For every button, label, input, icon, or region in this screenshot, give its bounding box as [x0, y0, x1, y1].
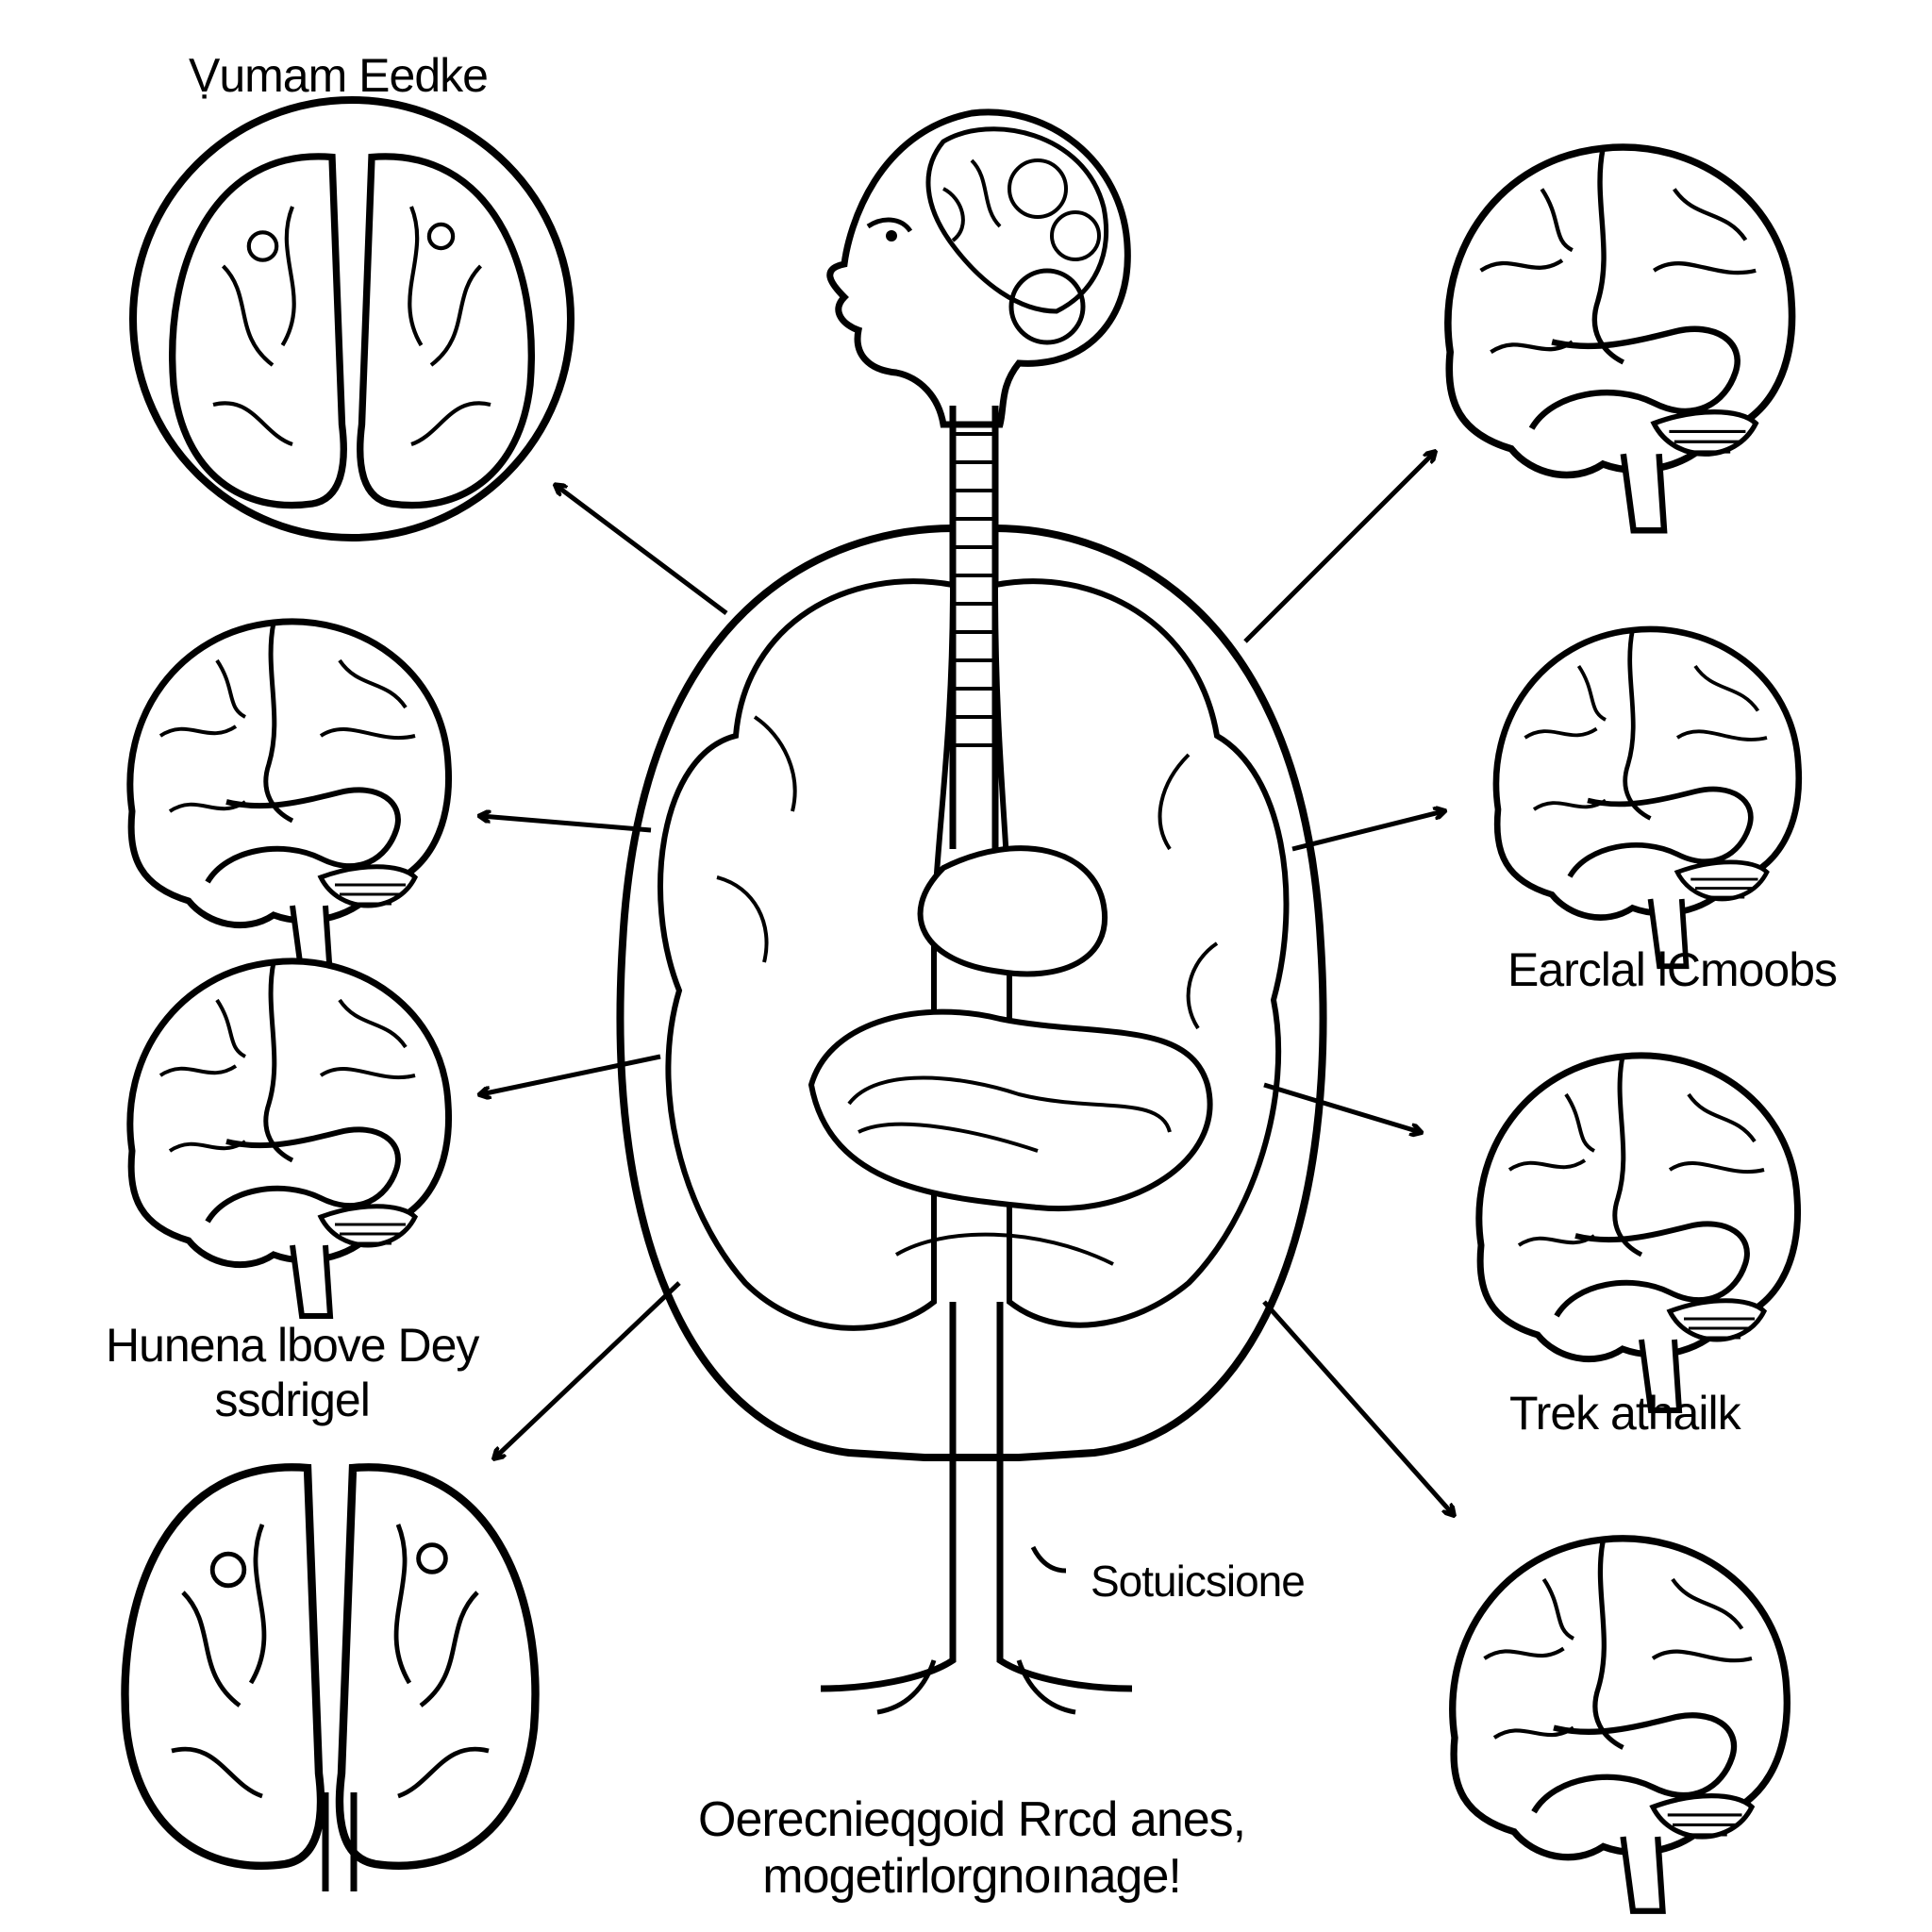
- label-bottom-line1: Oerecnieqgoid Rrcd anes,: [698, 1792, 1246, 1847]
- brain-left-1: [130, 622, 449, 976]
- brain-right-2: [1496, 629, 1799, 966]
- brain-right-4: [1453, 1539, 1788, 1911]
- label-bottom: Oerecnieqgoid Rrcd anes, mogetirlorgnoın…: [698, 1792, 1246, 1906]
- arrows: [481, 453, 1453, 1574]
- kidney-left-bottom: [125, 1467, 536, 1866]
- label-right-low: Trek athailk: [1509, 1387, 1741, 1440]
- label-right-mid: Earclal lCmoobs: [1507, 943, 1838, 996]
- label-center-low: Sotuicsione: [1091, 1557, 1306, 1606]
- label-left-mid-line1: Hunena lbove Dey: [106, 1319, 479, 1372]
- brain-right-3: [1479, 1056, 1798, 1410]
- label-left-mid-line2: ssdrigel: [214, 1373, 371, 1426]
- lung-inset: [129, 96, 575, 541]
- brain-left-2: [130, 961, 449, 1316]
- brain-right-1: [1448, 147, 1792, 530]
- label-left-mid: Hunena lbove Dey ssdrigel: [106, 1319, 479, 1427]
- label-top-left: Ṿumam Eedke: [189, 49, 489, 102]
- label-bottom-line2: mogetirlorgnoınage!: [762, 1848, 1182, 1904]
- central-figure: [616, 108, 1327, 1715]
